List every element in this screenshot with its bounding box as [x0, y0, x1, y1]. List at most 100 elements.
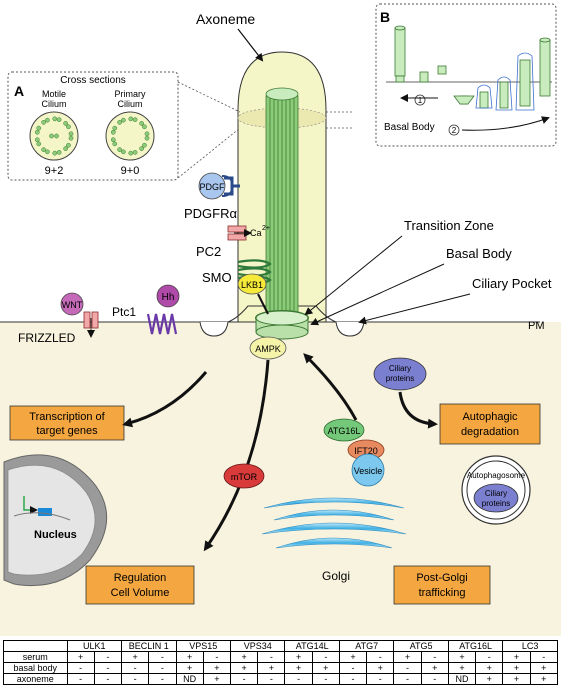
table-cell: - — [420, 651, 449, 663]
pc2-channel — [227, 225, 252, 241]
axoneme-microtubules — [265, 87, 299, 319]
atg16l-label: ATG16L — [328, 426, 361, 436]
microtubule-doublet — [110, 129, 116, 135]
microtubule-doublet — [45, 117, 50, 123]
microtubule-doublet — [117, 120, 122, 125]
table-cell: - — [148, 673, 177, 685]
table-cell: - — [257, 651, 286, 663]
table-cell: - — [148, 651, 177, 663]
table-cell: + — [66, 651, 95, 663]
table-cell: + — [229, 651, 259, 663]
table-row: serum+-+-+-+-+-+-+-+-+- — [3, 651, 559, 663]
lkb1-node: LKB1 — [237, 273, 269, 315]
transition-zone-arrow — [304, 235, 403, 316]
pdgf-label: PDGF — [199, 182, 225, 192]
row-label: basal body — [3, 662, 68, 674]
table-cell: + — [366, 662, 395, 674]
motile-cilium-label-1: Motile — [42, 89, 66, 99]
table-cell: + — [121, 651, 150, 663]
vesicle-node: Vesicle — [351, 453, 385, 487]
microtubule-doublet — [121, 149, 126, 155]
table-cell: - — [202, 651, 231, 663]
ciliary-proteins-label-2: proteins — [386, 374, 414, 383]
basal-body-arrow — [310, 263, 445, 326]
table-cell: - — [121, 673, 150, 685]
table-cell: ND — [175, 673, 204, 685]
microtubule-doublet — [128, 150, 134, 156]
microtubule-doublet — [139, 146, 144, 151]
microtubule-doublet — [63, 121, 68, 126]
table-cell: + — [229, 662, 259, 674]
microtubule-doublet — [132, 117, 138, 122]
row-label: axoneme — [3, 673, 68, 685]
nucleus-label: Nucleus — [34, 529, 77, 541]
microtubule-doublet — [110, 137, 116, 143]
autophagic-label-2: degradation — [461, 426, 519, 438]
microtubule-doublet — [66, 142, 71, 148]
post-golgi-label-1: Post-Golgi — [416, 572, 467, 584]
table-row: basal body----++++++-+-+++++ — [3, 662, 559, 674]
autophagic-box: Autophagic degradation — [439, 403, 541, 445]
table-corner-cell — [3, 640, 68, 652]
table-cell: - — [284, 673, 313, 685]
table-row: axoneme----ND+--------ND+++ — [3, 673, 559, 685]
cilium-diagram: Axoneme A Cross sections Motile Cilium P… — [0, 3, 561, 636]
panel-a: A Cross sections Motile Cilium Primary C… — [7, 71, 352, 181]
ciliary-proteins-node: Ciliary proteins — [373, 357, 427, 391]
primary-cilium-label-2: Cilium — [117, 99, 142, 109]
microtubule-doublet — [36, 141, 42, 147]
post-golgi-box: Post-Golgi trafficking — [393, 565, 491, 605]
table-cell: - — [420, 673, 449, 685]
table-cell: + — [420, 662, 449, 674]
gene-column-header: ULK1 — [66, 640, 123, 652]
table-cell: - — [148, 662, 177, 674]
table-cell: - — [93, 651, 123, 663]
mtor-label: mTOR — [231, 472, 258, 482]
lkb1-label: LKB1 — [241, 280, 263, 290]
table-cell: + — [447, 662, 477, 674]
table-cell: + — [529, 673, 559, 685]
ca-charge-label: 2+ — [262, 225, 270, 232]
step-2-label: 2 — [452, 126, 457, 135]
golgi — [261, 497, 407, 549]
table-cell: + — [502, 673, 531, 685]
basal-body-b-label: Basal Body — [384, 122, 435, 133]
gene-column-header: ATG7 — [338, 640, 395, 652]
ampk-mtor-arrow — [203, 359, 270, 552]
wnt-label: WNT — [62, 300, 83, 310]
table-cell: - — [311, 651, 340, 663]
wnt-frizzled: WNT — [60, 292, 99, 338]
table-cell: - — [366, 673, 395, 685]
ca-label: Ca — [250, 228, 262, 238]
microtubule-doublet — [52, 116, 58, 122]
ciliary-pocket-arrow — [358, 293, 471, 325]
table-cell: - — [257, 673, 286, 685]
table-cell: + — [175, 651, 204, 663]
table-cell: + — [447, 651, 477, 663]
microtubule-doublet — [117, 147, 122, 152]
mtor-node: mTOR — [223, 463, 265, 489]
autophagosome: Autophagosome Ciliary proteins — [461, 455, 531, 525]
microtubule-doublet — [144, 131, 150, 137]
table-cell: + — [529, 662, 559, 674]
nine-two-label: 9+2 — [45, 165, 64, 177]
pm-label: PM — [528, 320, 545, 332]
smo-label: SMO — [202, 270, 232, 285]
autophagosome-proteins-label-1: Ciliary — [485, 489, 507, 498]
table-cell: ND — [447, 673, 477, 685]
table-cell: - — [229, 673, 259, 685]
microtubule-doublet — [128, 116, 134, 122]
microtubule-doublet — [36, 125, 42, 131]
table-cell: + — [284, 662, 313, 674]
primary-cilium-label-1: Primary — [115, 89, 146, 99]
microtubule-doublet — [112, 125, 118, 131]
nucleus: Nucleus — [3, 454, 108, 587]
step-1-label: 1 — [418, 96, 423, 105]
motile-cilium-label-2: Cilium — [41, 99, 66, 109]
ciliary-pocket-right — [335, 321, 365, 337]
gene-column-header: LC3 — [502, 640, 558, 652]
gene-column-header: VPS34 — [229, 640, 286, 652]
table-cell: - — [93, 662, 123, 674]
